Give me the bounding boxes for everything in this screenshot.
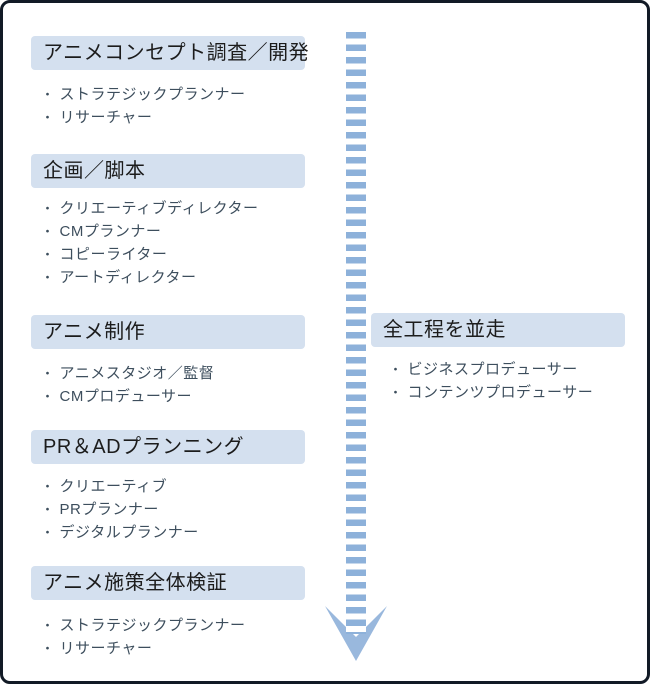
- bullet-marker: ・: [41, 247, 55, 262]
- role-label: リサーチャー: [59, 640, 153, 657]
- role-label: デジタルプランナー: [59, 524, 199, 541]
- bullet-marker: ・: [41, 110, 55, 125]
- role-label: アートディレクター: [59, 269, 197, 286]
- bullet-marker: ・: [41, 224, 55, 239]
- bullet-marker: ・: [41, 201, 55, 216]
- role-item: ・アニメスタジオ／監督: [41, 362, 214, 385]
- role-label: クリエーティブ: [59, 478, 168, 495]
- role-label: CMプランナー: [59, 223, 162, 240]
- role-item: ・ストラテジックプランナー: [41, 83, 246, 106]
- bullet-marker: ・: [389, 362, 403, 377]
- bullet-marker: ・: [41, 270, 55, 285]
- role-item: ・ CMプランナー: [41, 220, 258, 243]
- bullet-marker: ・: [41, 618, 55, 633]
- section-title-parallel: 全工程を並走: [371, 313, 625, 347]
- role-item: ・リサーチャー: [41, 106, 246, 129]
- bullet-marker: ・: [41, 641, 55, 656]
- down-arrow-icon: [325, 606, 387, 661]
- section-title-anime-production: アニメ制作: [31, 315, 305, 349]
- bullet-marker: ・: [389, 385, 403, 400]
- role-item: ・ PRプランナー: [41, 498, 199, 521]
- role-item: ・コンテンツプロデューサー: [389, 381, 593, 404]
- role-list: ・クリエーティブ ・PRプランナー ・デジタルプランナー: [41, 475, 199, 544]
- bullet-marker: ・: [41, 366, 55, 381]
- bullet-marker: ・: [41, 87, 55, 102]
- bullet-marker: ・: [41, 525, 55, 540]
- role-item: ・デジタルプランナー: [41, 521, 199, 544]
- role-list: ・アニメスタジオ／監督 ・ CMプロデューサー: [41, 362, 214, 408]
- role-item: ・アートディレクター: [41, 266, 258, 289]
- role-list: ・ビジネスプロデューサー ・コンテンツプロデューサー: [389, 358, 593, 404]
- role-label: ストラテジックプランナー: [59, 86, 246, 103]
- role-item: ・クリエーティブディレクター: [41, 197, 258, 220]
- flow-dashed-line: [346, 32, 366, 634]
- role-list: ・ストラテジックプランナー ・リサーチャー: [41, 83, 246, 129]
- role-item: ・コピーライター: [41, 243, 258, 266]
- role-item: ・ストラテジックプランナー: [41, 614, 246, 637]
- role-list: ・クリエーティブディレクター ・CMプランナー ・コピーライター ・アートディレ…: [41, 197, 258, 289]
- section-title-anime-concept: アニメコンセプト調査／開発: [31, 36, 309, 70]
- role-label: コンテンツプロデューサー: [407, 384, 594, 401]
- role-list: ・ストラテジックプランナー ・リサーチャー: [41, 614, 246, 660]
- role-item: ・ CMプロデューサー: [41, 385, 214, 408]
- role-label: ストラテジックプランナー: [59, 617, 246, 634]
- section-title-pr-ad-planning: PR＆ADプランニング: [31, 430, 305, 464]
- section-title-planning-script: 企画／脚本: [31, 154, 305, 188]
- section-title-overall-verification: アニメ施策全体検証: [31, 566, 305, 600]
- role-label: CMプロデューサー: [59, 388, 193, 405]
- role-item: ・クリエーティブ: [41, 475, 199, 498]
- role-label: リサーチャー: [59, 109, 153, 126]
- role-item: ・リサーチャー: [41, 637, 246, 660]
- role-label: ビジネスプロデューサー: [407, 361, 578, 378]
- bullet-marker: ・: [41, 389, 55, 404]
- role-label: アニメスタジオ／監督: [59, 365, 215, 382]
- bullet-marker: ・: [41, 502, 55, 517]
- role-label: PRプランナー: [59, 501, 159, 518]
- role-item: ・ビジネスプロデューサー: [389, 358, 593, 381]
- role-label: クリエーティブディレクター: [59, 200, 259, 217]
- role-label: コピーライター: [59, 246, 168, 263]
- bullet-marker: ・: [41, 479, 55, 494]
